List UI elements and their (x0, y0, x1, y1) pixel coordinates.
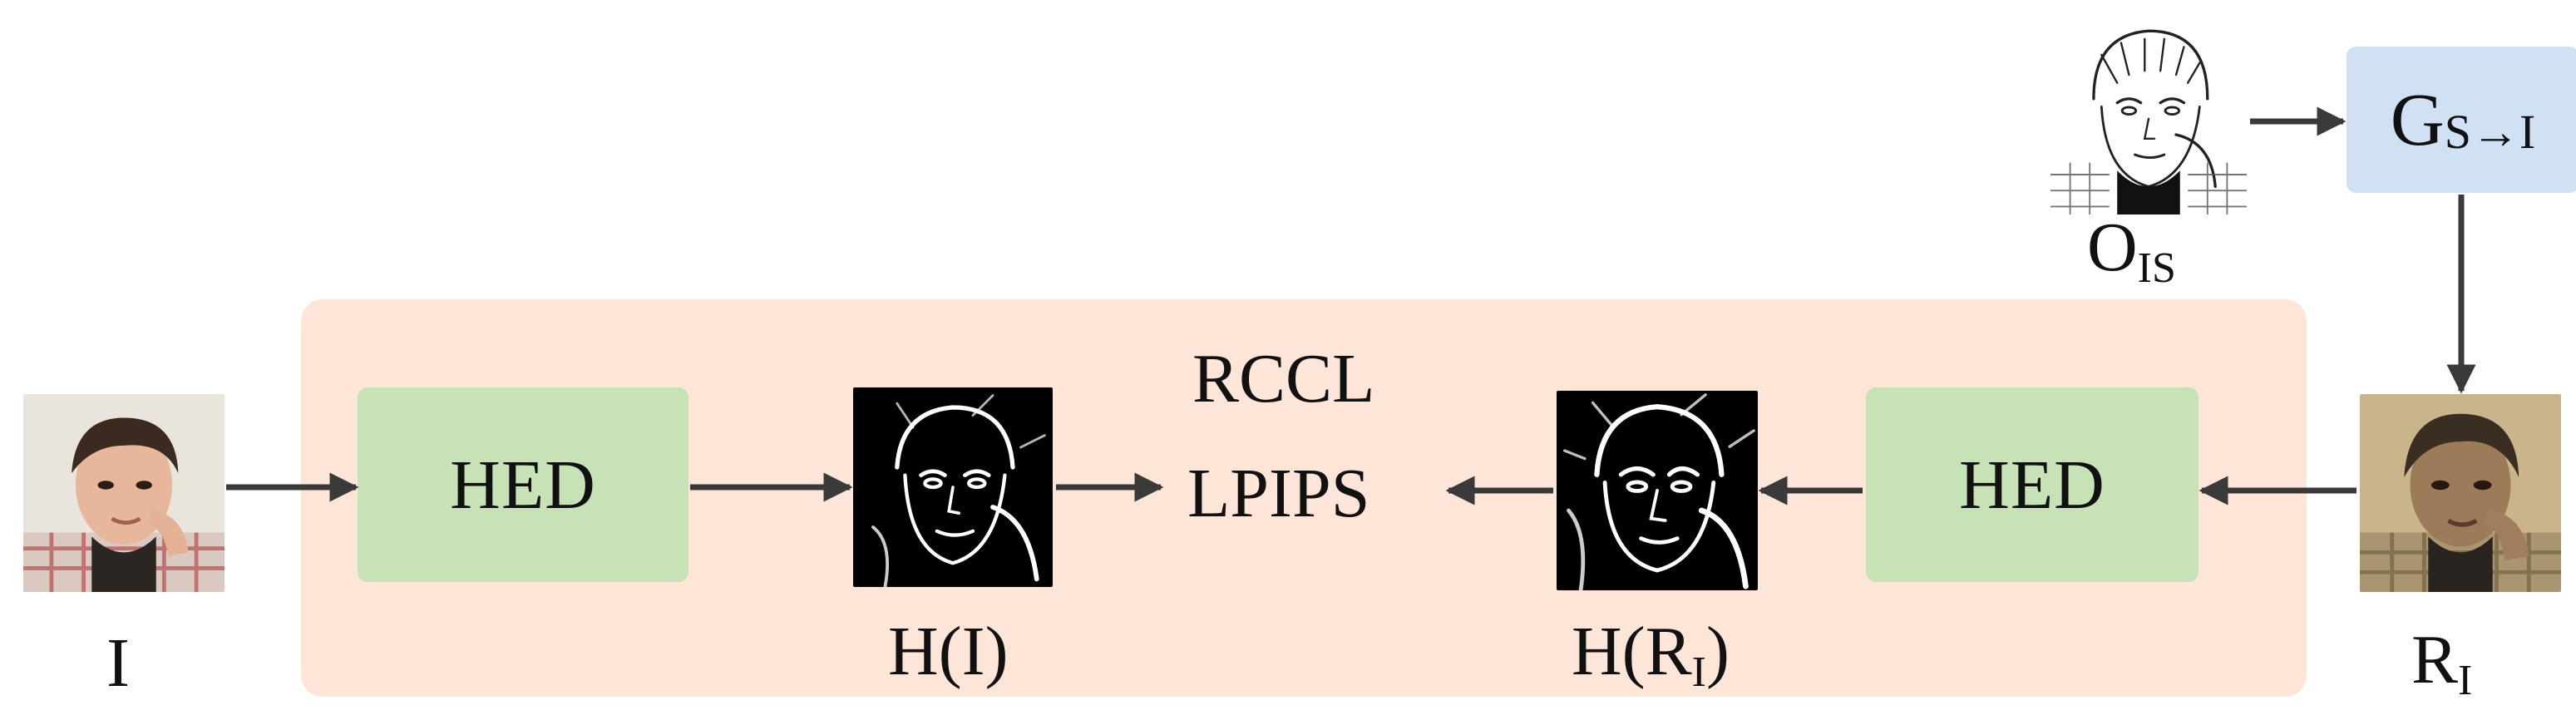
input-label: I (106, 624, 130, 702)
lpips-label: LPIPS (1187, 455, 1370, 532)
ois-label: OIS (2087, 213, 2176, 290)
edge-map-icon (1557, 391, 1758, 590)
edge-map-icon (853, 387, 1053, 587)
reconstructed-photo (2360, 394, 2561, 592)
ri-sub: I (2458, 657, 2473, 704)
hed-box-right: HED (1866, 387, 2198, 582)
ri-label: RI (2411, 625, 2472, 703)
ri-main: R (2411, 621, 2459, 698)
h-ri-sub: I (1691, 649, 1706, 696)
edge-map-input (853, 387, 1053, 587)
hed-box-left: HED (358, 387, 688, 582)
face-photo-reconstructed-icon (2360, 394, 2561, 592)
h-ri-label: H(RI) (1572, 617, 1730, 694)
ois-main: O (2087, 209, 2138, 286)
ois-sub: IS (2137, 244, 2176, 292)
generator-label-main: G (2390, 78, 2445, 161)
sketch-photo (2050, 15, 2247, 215)
input-photo (23, 394, 225, 592)
face-photo-icon (23, 394, 225, 592)
edge-map-reconstructed (1557, 391, 1758, 590)
face-sketch-icon (2050, 15, 2247, 215)
rccl-label: RCCL (1192, 340, 1375, 417)
h-ri-suffix: ) (1706, 613, 1730, 690)
generator-label-sub: S→I (2444, 104, 2536, 159)
h-input-label: H(I) (888, 613, 1009, 690)
h-ri-prefix: H(R (1572, 613, 1692, 690)
